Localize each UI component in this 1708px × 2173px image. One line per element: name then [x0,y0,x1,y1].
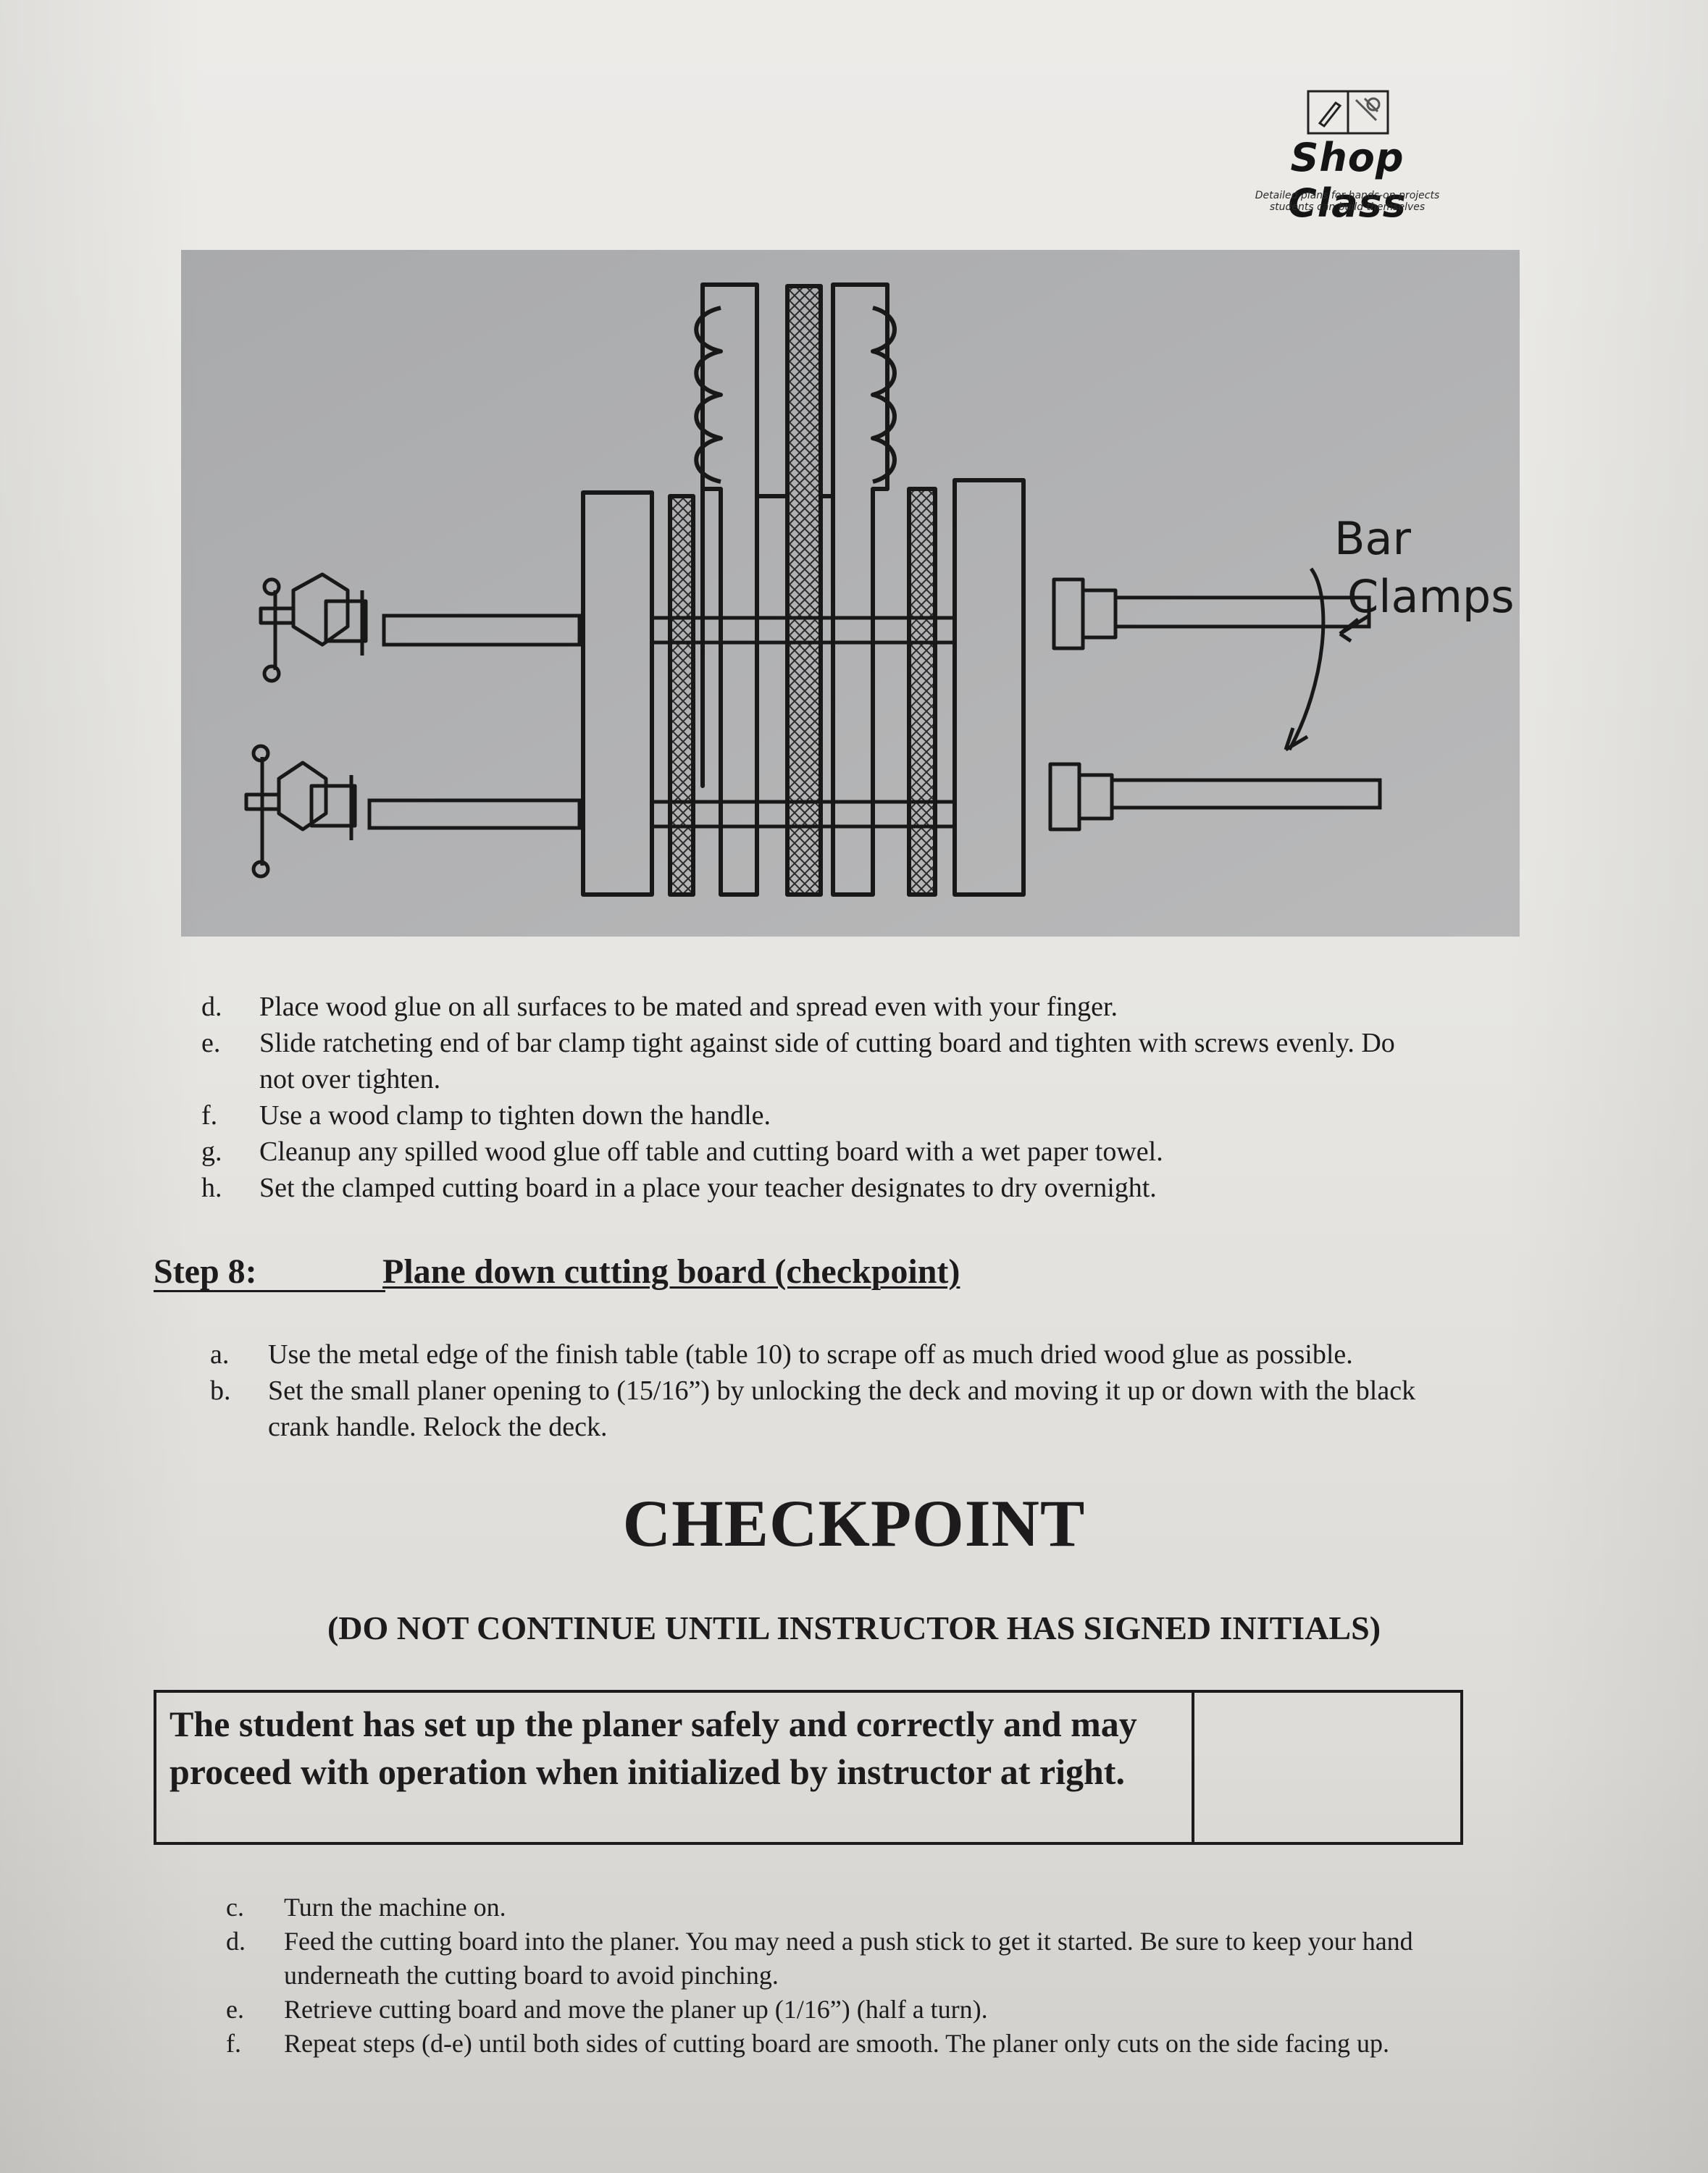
list-marker: g. [201,1136,222,1167]
right-clamp-heads [1048,577,1118,832]
logo-tagline-line-2: students can build themselves [1269,201,1426,213]
signoff-statement: The student has set up the planer safely… [156,1693,1194,1842]
bar-clamps-label: Bar Clamps [1284,512,1515,752]
list-marker: f. [201,1100,218,1131]
step-title: Plane down cutting board (checkpoint) [382,1252,960,1291]
list-item: c. Turn the machine on. [226,1891,1472,1925]
list-marker: d. [201,992,222,1022]
list-item-text: Cleanup any spilled wood glue off table … [259,1136,1163,1167]
instructor-initials-box[interactable] [1194,1693,1460,1842]
list-marker: h. [201,1173,222,1203]
logo-tagline-line-1: Detailed plans for hands-on projects [1255,190,1440,201]
list-marker: f. [226,2029,241,2058]
list-item-text: Place wood glue on all surfaces to be ma… [259,992,1118,1022]
plane-step-list: a. Use the metal edge of the finish table… [210,1336,1478,1445]
list-marker: c. [226,1893,244,1922]
left-clamp-heads [244,572,368,879]
checkpoint-title: CHECKPOINT [622,1486,1086,1560]
list-marker: a. [210,1339,230,1370]
list-item: f. Repeat steps (d-e) until both sides of… [226,2027,1472,2061]
list-marker: e. [226,1995,244,2024]
glue-step-list: d. Place wood glue on all surfaces to be … [201,989,1433,1206]
bar-clamp-diagram: Bar Clamps [181,250,1520,937]
instructor-signoff-table: The student has set up the planer safely… [154,1690,1463,1845]
list-marker: b. [210,1376,231,1406]
list-item-text: Turn the machine on. [284,1893,506,1922]
diagram-label-bar: Bar [1334,512,1412,565]
step-label: Step 8: [154,1252,257,1291]
logo-title: Shop Class [1288,135,1407,226]
operate-step-list: c. Turn the machine on. d. Feed the cuttin… [226,1891,1472,2061]
list-item: d. Feed the cutting board into the planer… [226,1925,1472,1993]
list-item: g. Cleanup any spilled wood glue off tabl… [201,1134,1433,1170]
diagram-label-clamps: Clamps [1347,570,1515,623]
list-item: h. Set the clamped cutting board in a pla… [201,1170,1433,1206]
list-item-text: Use the metal edge of the finish table (… [268,1339,1353,1370]
list-item: b. Set the small planer opening to (15/16… [210,1373,1478,1445]
list-item-text: Feed the cutting board into the planer. … [284,1927,1413,1990]
list-item: f. Use a wood clamp to tighten down the h… [201,1097,1433,1134]
list-item: a. Use the metal edge of the finish table… [210,1336,1478,1373]
cutting-board-strips [581,282,1026,897]
list-item-text: Repeat steps (d-e) until both sides of c… [284,2029,1389,2058]
list-item-text: Set the clamped cutting board in a place… [259,1173,1157,1203]
heading-underline [154,1290,385,1292]
list-item-text: Retrieve cutting board and move the plan… [284,1995,988,2024]
list-marker: e. [201,1028,221,1058]
list-item: e. Slide ratcheting end of bar clamp tigh… [201,1025,1433,1097]
tools-icon [1307,90,1389,135]
list-marker: d. [226,1927,246,1956]
list-item: d. Place wood glue on all surfaces to be … [201,989,1433,1025]
shop-class-logo: Shop Class Detailed plans for hands-on p… [1224,87,1470,232]
list-item: e. Retrieve cutting board and move the pl… [226,1993,1472,2027]
checkpoint-note: (DO NOT CONTINUE UNTIL INSTRUCTOR HAS SI… [327,1609,1381,1646]
list-item-text: Use a wood clamp to tighten down the han… [259,1100,771,1131]
list-item-text: Slide ratcheting end of bar clamp tight … [259,1028,1395,1094]
step-8-heading: Step 8: Plane down cutting board (checkp… [154,1249,1066,1294]
logo-tagline: Detailed plans for hands-on projects stu… [1224,190,1470,213]
list-item-text: Set the small planer opening to (15/16”)… [268,1376,1416,1442]
